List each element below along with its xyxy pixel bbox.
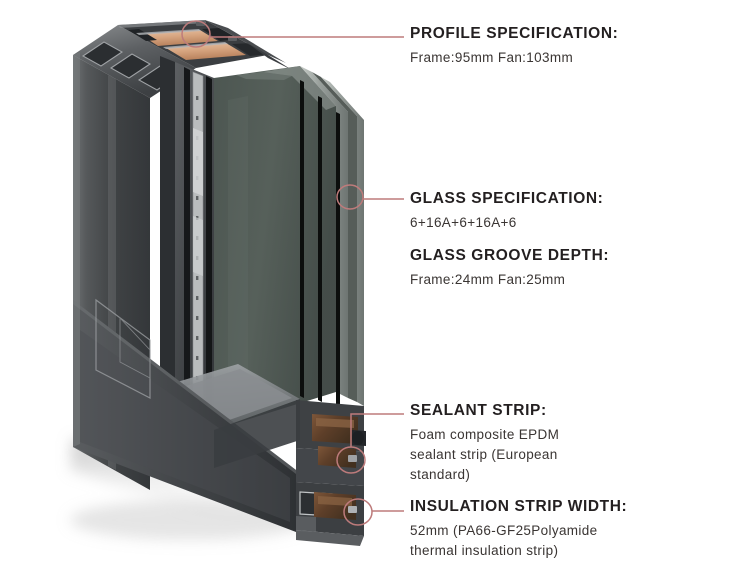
callout-body-line: sealant strip (European bbox=[410, 446, 558, 462]
callout-title-insulation-strip-width: INSULATION STRIP WIDTH: bbox=[410, 498, 628, 515]
callout-title-profile-specification: PROFILE SPECIFICATION: bbox=[410, 25, 619, 42]
callout-body-line: thermal insulation strip) bbox=[410, 542, 559, 558]
window-profile-render bbox=[70, 20, 366, 546]
callout-body-sealant-strip: Foam composite EPDM sealant strip (Europ… bbox=[410, 425, 740, 484]
insulating-glass-unit bbox=[214, 66, 364, 430]
callout-body-profile-specification: Frame:95mm Fan:103mm bbox=[410, 50, 574, 66]
sash-frame bbox=[160, 56, 214, 430]
inner-reveal bbox=[95, 298, 151, 399]
callout-body-line: 52mm (PA66-GF25Polyamide bbox=[410, 523, 598, 539]
sill-cross-section bbox=[296, 400, 366, 546]
callout-sealant-strip: SEALANT STRIP: Foam composite EPDM seala… bbox=[410, 401, 740, 484]
spacer-bar bbox=[192, 71, 204, 421]
callout-title-sealant-strip: SEALANT STRIP: bbox=[410, 402, 547, 419]
sash-top-face bbox=[205, 20, 300, 74]
callout-body-line: standard) bbox=[410, 466, 471, 482]
callout-profile-specification: PROFILE SPECIFICATION: Frame:95mm Fan:10… bbox=[410, 24, 740, 68]
callout-insulation-strip-width: INSULATION STRIP WIDTH: 52mm (PA66-GF25P… bbox=[410, 497, 740, 561]
callout-title-glass-specification: GLASS SPECIFICATION: bbox=[410, 190, 604, 207]
callout-body-insulation-strip-width: 52mm (PA66-GF25Polyamide thermal insulat… bbox=[410, 521, 740, 560]
callout-body-glass-groove-depth: Frame:24mm Fan:25mm bbox=[410, 272, 566, 288]
callout-title-glass-groove-depth: GLASS GROOVE DEPTH: bbox=[410, 246, 610, 264]
callout-body-glass-specification: 6+16A+6+16A+6 bbox=[410, 215, 517, 231]
callout-glass-specification: GLASS SPECIFICATION: 6+16A+6+16A+6 GLASS… bbox=[410, 189, 740, 290]
callout-body-line: Foam composite EPDM bbox=[410, 427, 560, 443]
